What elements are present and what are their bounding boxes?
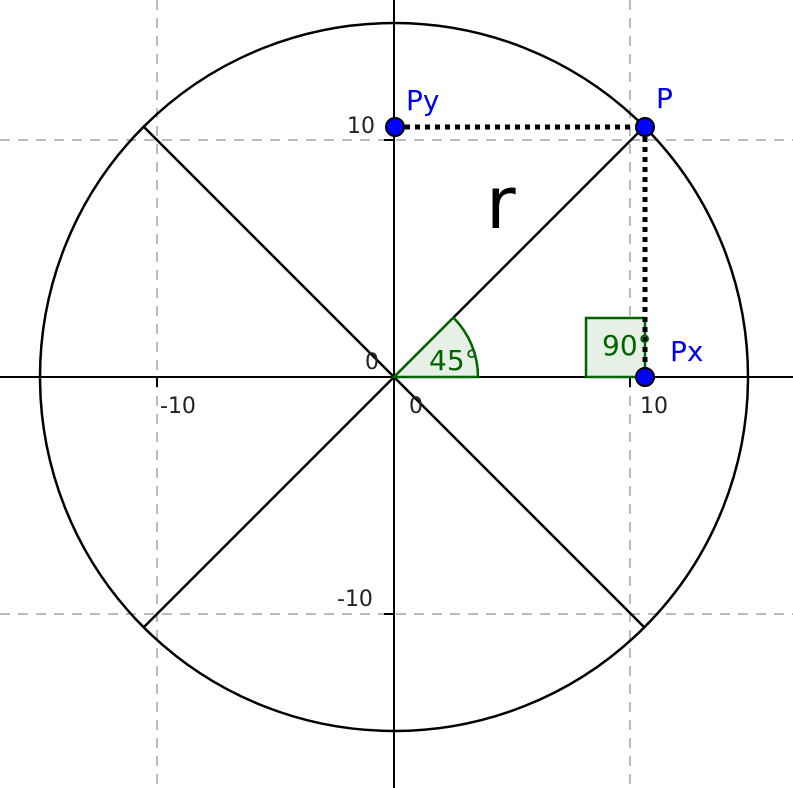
angle-arc-45 bbox=[390, 315, 480, 379]
tick-label-y-pos10: 10 bbox=[347, 114, 375, 139]
tick-label-x-zero: 0 bbox=[409, 394, 423, 419]
tick-label-x-pos10: 10 bbox=[640, 394, 668, 419]
label-py: Py bbox=[406, 84, 439, 117]
label-px: Px bbox=[670, 335, 703, 368]
radius-label: r bbox=[486, 161, 516, 245]
right-angle-marker bbox=[584, 316, 647, 379]
tick-label-x-neg10: -10 bbox=[160, 394, 196, 419]
tick-label-y-neg10: -10 bbox=[337, 587, 373, 612]
tick-label-y-zero: 0 bbox=[365, 350, 379, 375]
circle bbox=[38, 21, 750, 733]
label-p: P bbox=[656, 82, 673, 115]
point-py bbox=[385, 117, 405, 137]
angle-label-90: 90° bbox=[602, 329, 652, 362]
angle-label-45: 45° bbox=[429, 344, 479, 377]
point-p bbox=[635, 117, 655, 137]
point-px bbox=[635, 367, 655, 387]
